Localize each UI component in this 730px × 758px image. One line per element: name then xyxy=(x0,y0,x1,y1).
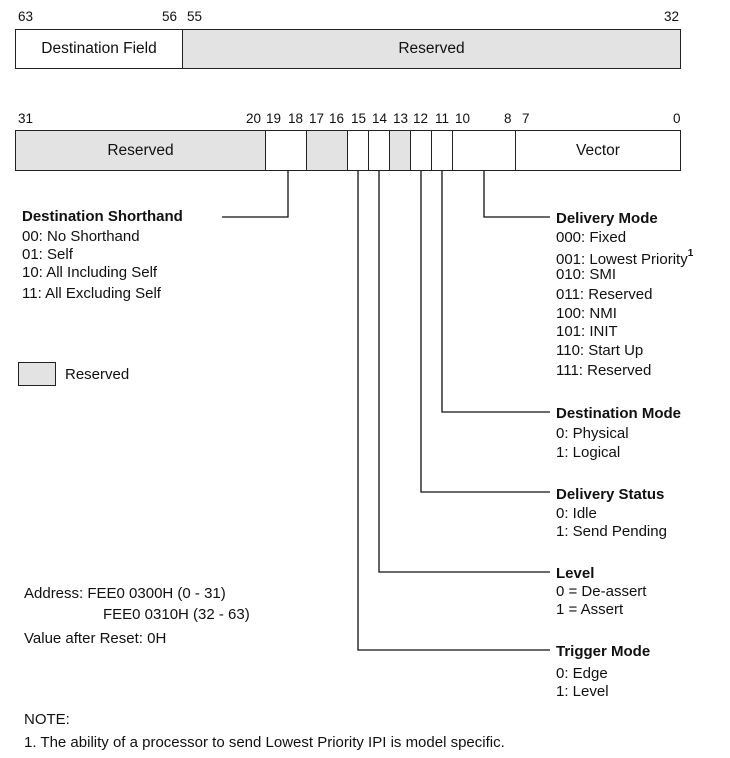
bit-label-20: 20 xyxy=(246,111,262,126)
trigger-mode-option: 1: Level xyxy=(556,683,609,700)
level-option: 1 = Assert xyxy=(556,601,624,618)
footnote-mark: 1 xyxy=(687,248,694,259)
note-title: NOTE: xyxy=(24,711,70,728)
delivery-mode-option: 110: Start Up xyxy=(556,342,644,359)
destination-mode-option: 0: Physical xyxy=(556,425,629,442)
delivery-mode-option: 011: Reserved xyxy=(556,286,653,303)
vector-label: Vector xyxy=(576,141,620,159)
delivery-mode-option-text: 001: Lowest Priority xyxy=(556,251,688,268)
bit-label-12: 12 xyxy=(413,111,429,126)
delivery-status-option: 0: Idle xyxy=(556,505,597,522)
delivery-mode-title: Delivery Mode xyxy=(556,210,658,227)
delivery-status-option: 1: Send Pending xyxy=(556,523,667,540)
bit-label-8: 8 xyxy=(504,111,512,126)
trigger-mode-leader xyxy=(357,171,550,651)
lower-reserved-box xyxy=(15,130,266,171)
destination-mode-title: Destination Mode xyxy=(556,405,682,422)
address-line-2: FEE0 0310H (32 - 63) xyxy=(103,606,250,623)
bit-label-7: 7 xyxy=(522,111,530,126)
lower-reserved-label: Reserved xyxy=(107,141,174,159)
level-leader xyxy=(378,171,550,573)
note-text: 1. The ability of a processor to send Lo… xyxy=(24,734,505,751)
reset-value: Value after Reset: 0H xyxy=(24,630,167,647)
destination-field-label: Destination Field xyxy=(41,40,157,57)
bit-label-18: 18 xyxy=(288,111,304,126)
address-line-1: Address: FEE0 0300H (0 - 31) xyxy=(24,585,226,602)
delivery-mode-option: 000: Fixed xyxy=(556,229,627,246)
trigger-mode-title: Trigger Mode xyxy=(556,643,651,660)
delivery-mode-option: 001: Lowest Priority1 xyxy=(556,247,693,268)
bit-label-14: 14 xyxy=(372,111,388,126)
bit-label-15: 15 xyxy=(351,111,367,126)
shorthand-option: 11: All Excluding Self xyxy=(22,285,161,302)
bit-label-16: 16 xyxy=(329,111,345,126)
trigger-mode-option: 0: Edge xyxy=(556,665,608,682)
bit-label-11: 11 xyxy=(435,111,450,126)
bit-label-56: 56 xyxy=(162,9,178,24)
delivery-status-leader xyxy=(420,171,550,493)
delivery-mode-option: 010: SMI xyxy=(556,266,617,283)
delivery-mode-option: 111: Reserved xyxy=(556,362,652,379)
delivery-mode-leader xyxy=(483,171,550,218)
delivery-mode-option: 101: INIT xyxy=(556,323,618,340)
delivery-mode-option: 100: NMI xyxy=(556,305,617,322)
bit-label-17: 17 xyxy=(309,111,325,126)
bit-label-31: 31 xyxy=(18,111,34,126)
bit-label-10: 10 xyxy=(455,111,471,126)
bit-label-63: 63 xyxy=(18,9,34,24)
destination-mode-leader xyxy=(441,171,550,413)
destination-shorthand-title: Destination Shorthand xyxy=(22,208,183,225)
legend-reserved-label: Reserved xyxy=(65,366,130,383)
bit-label-55: 55 xyxy=(187,9,203,24)
bit-label-19: 19 xyxy=(266,111,282,126)
destination-shorthand-leader xyxy=(222,171,289,218)
delivery-status-title: Delivery Status xyxy=(556,486,665,503)
level-option: 0 = De-assert xyxy=(556,583,647,600)
shorthand-option: 10: All Including Self xyxy=(22,264,158,281)
destination-mode-option: 1: Logical xyxy=(556,444,621,461)
bit-label-13: 13 xyxy=(393,111,409,126)
level-title: Level xyxy=(556,565,595,582)
upper-reserved-label: Reserved xyxy=(398,40,465,57)
shorthand-option: 00: No Shorthand xyxy=(22,228,140,245)
legend-reserved-swatch xyxy=(18,362,56,386)
vector-box xyxy=(515,130,681,171)
bit-label-32: 32 xyxy=(664,9,680,24)
bit-label-0: 0 xyxy=(673,111,681,126)
shorthand-option: 01: Self xyxy=(22,246,73,263)
upper-reserved-box xyxy=(182,29,681,69)
